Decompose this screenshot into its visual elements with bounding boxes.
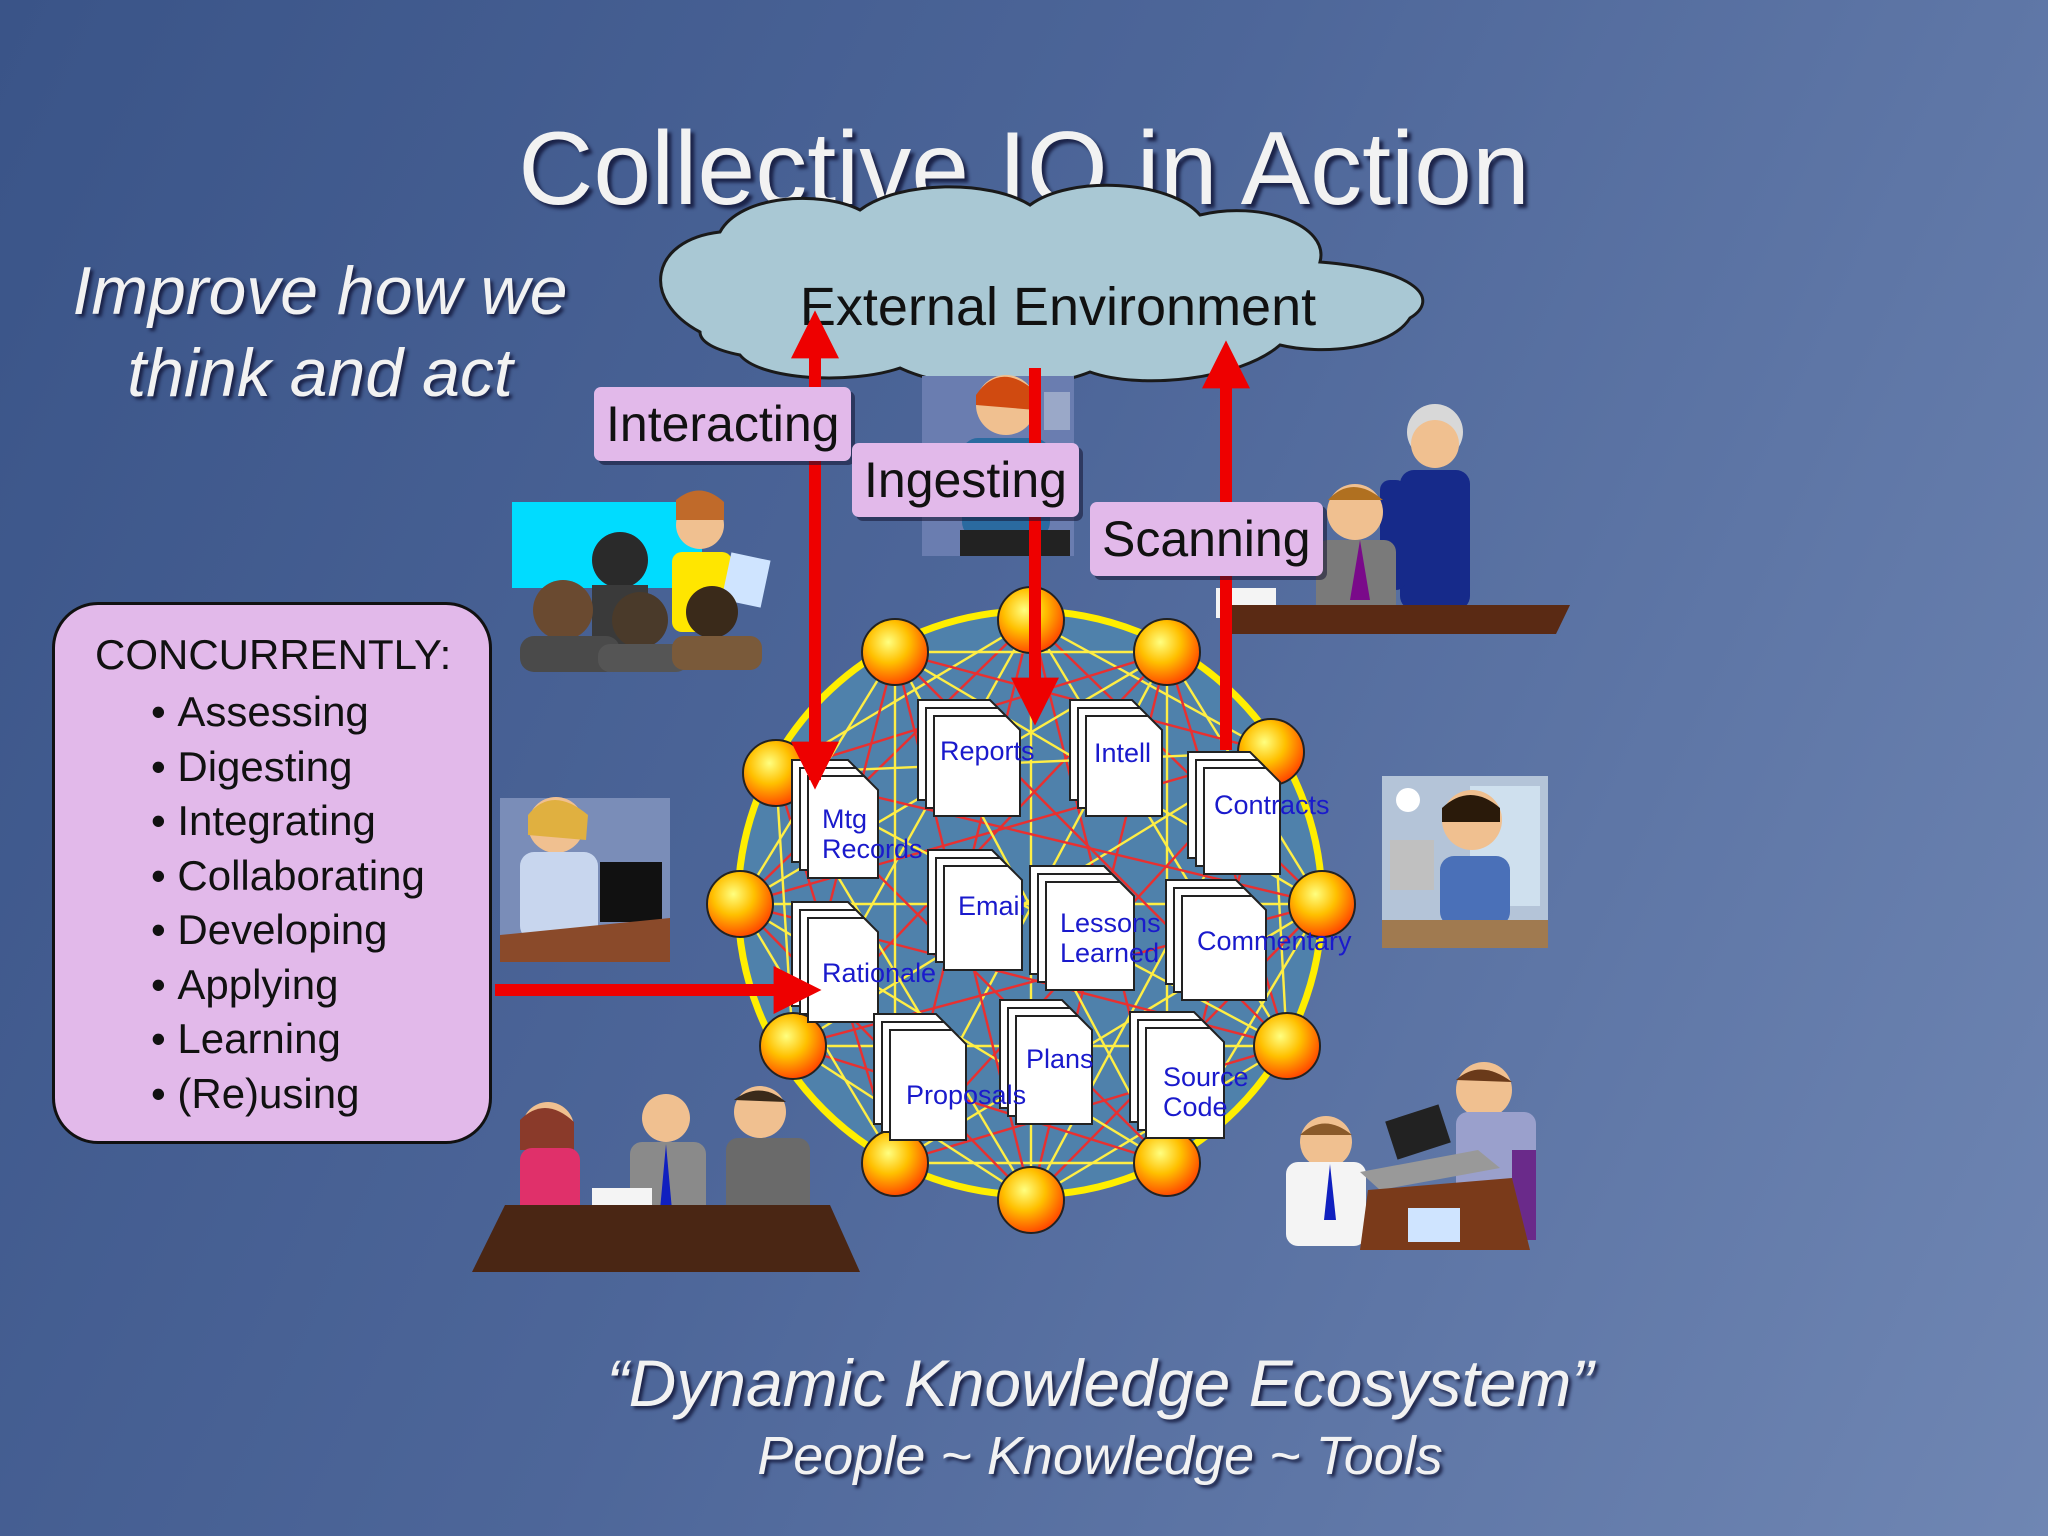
document-label: Records xyxy=(822,834,923,864)
document-label: Lessons xyxy=(1060,908,1161,938)
network-node xyxy=(1253,1012,1321,1080)
network-node xyxy=(997,1166,1065,1234)
document-label: Reports xyxy=(940,736,1035,766)
woman-at-computer-illustration xyxy=(500,797,670,962)
list-item: Assessing xyxy=(151,685,489,740)
list-item: Developing xyxy=(151,903,489,958)
subtitle-line: Improve how we xyxy=(72,253,568,329)
activity-list: Assessing Digesting Integrating Collabor… xyxy=(95,685,489,1121)
document-label: Source xyxy=(1163,1062,1249,1092)
list-item: Digesting xyxy=(151,740,489,795)
document-page xyxy=(1045,881,1135,991)
network-node xyxy=(861,618,929,686)
document-label: Learned xyxy=(1060,938,1159,968)
document-stack: Reports xyxy=(917,699,1035,817)
concurrently-title: CONCURRENTLY: xyxy=(95,631,452,678)
document-label: Commentary xyxy=(1197,926,1352,956)
list-item: Integrating xyxy=(151,794,489,849)
document-page xyxy=(1181,895,1267,1001)
footer-title: “Dynamic Knowledge Ecosystem” xyxy=(606,1346,1594,1420)
document-page xyxy=(1203,767,1281,875)
list-item: Collaborating xyxy=(151,849,489,904)
meeting-people-illustration xyxy=(512,490,771,672)
document-stack: Proposals xyxy=(873,1013,1026,1141)
concurrently-box: CONCURRENTLY: Assessing Digesting Integr… xyxy=(52,602,492,1144)
ingesting-label: Ingesting xyxy=(852,443,1079,517)
document-page xyxy=(933,715,1021,817)
laptop-team-illustration xyxy=(1286,1062,1536,1250)
mesh-link xyxy=(739,619,1032,905)
document-stack: Plans xyxy=(999,999,1094,1125)
slide-subtitle: Improve how we think and act xyxy=(40,250,600,414)
document-label: Contracts xyxy=(1214,790,1330,820)
environment-label: External Environment xyxy=(800,277,1316,337)
document-page xyxy=(807,775,879,879)
document-label: Intell xyxy=(1094,738,1151,768)
document-page xyxy=(1015,1015,1093,1125)
man-at-desk-illustration xyxy=(1382,776,1548,948)
team-meeting-illustration xyxy=(472,1086,860,1272)
list-item: (Re)using xyxy=(151,1067,489,1122)
document-stack: Intell xyxy=(1069,699,1163,817)
document-page xyxy=(889,1029,967,1141)
footer-subtitle: People ~ Knowledge ~ Tools xyxy=(757,1426,1443,1486)
document-page xyxy=(1145,1027,1225,1139)
subtitle-line: think and act xyxy=(127,335,513,411)
document-stack: Email xyxy=(927,849,1026,971)
list-item: Applying xyxy=(151,958,489,1013)
network-nodes xyxy=(706,586,1356,1234)
document-label: Proposals xyxy=(906,1080,1026,1110)
document-page xyxy=(943,865,1023,971)
document-label: Mtg xyxy=(822,804,867,834)
list-item: Learning xyxy=(151,1012,489,1067)
network-node xyxy=(1133,1129,1201,1197)
document-stack: Contracts xyxy=(1187,751,1330,875)
network-node xyxy=(1133,618,1201,686)
document-label: Plans xyxy=(1026,1044,1094,1074)
interacting-label: Interacting xyxy=(594,387,852,461)
network-node xyxy=(706,870,774,938)
network-node xyxy=(1288,870,1356,938)
document-page xyxy=(1085,715,1163,817)
scanning-label: Scanning xyxy=(1090,502,1323,576)
document-label: Rationale xyxy=(822,958,936,988)
mesh-link xyxy=(792,1044,1168,1165)
document-label: Code xyxy=(1163,1092,1228,1122)
external-environment-cloud xyxy=(659,183,1425,389)
document-stack: Commentary xyxy=(1165,879,1352,1001)
document-label: Email xyxy=(958,891,1026,921)
